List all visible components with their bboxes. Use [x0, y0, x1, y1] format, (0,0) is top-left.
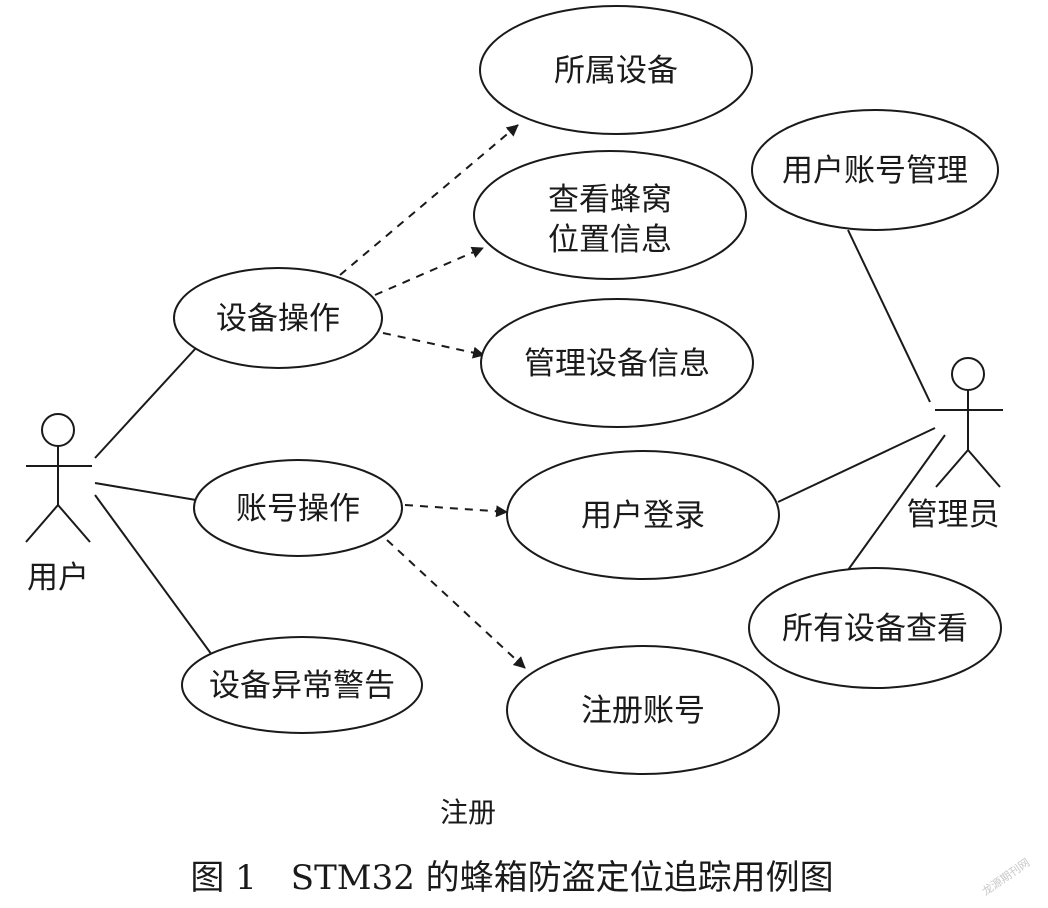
actor-user: [25, 413, 92, 543]
label-view-all-devices: 所有设备查看: [782, 611, 968, 647]
include-user-login: [404, 504, 508, 518]
assoc-user-device-operation: [94, 347, 197, 459]
actor-user-head: [41, 413, 75, 447]
usecase-view-all-devices: [748, 567, 1002, 689]
use-case-labels: 所属设备 查看蜂窝 位置信息 设备操作 管理设备信息 账号操作 用户登录 设备异…: [209, 53, 968, 729]
assoc-user-abnormal-warning: [94, 494, 213, 656]
includes: [339, 124, 526, 669]
figure-caption: 图 1 STM32 的蜂箱防盗定位追踪用例图: [190, 858, 833, 898]
label-device-abnormal-warning: 设备异常警告: [209, 668, 395, 704]
note-text: 注册: [440, 796, 496, 829]
include-register-account: [386, 539, 526, 669]
watermark: 龙源期刊网: [979, 855, 1032, 898]
label-user-login: 用户登录: [581, 498, 705, 534]
actor-admin-label: 管理员: [907, 497, 1000, 533]
usecase-user-login: [506, 450, 780, 580]
usecase-device-abnormal-warning: [181, 636, 423, 734]
usecase-manage-device-info: [480, 298, 754, 428]
label-register-account: 注册账号: [581, 693, 705, 729]
usecase-view-hive-location: [473, 150, 747, 280]
usecase-register-account: [506, 645, 780, 775]
assoc-user-account-operation: [94, 482, 197, 501]
assoc-admin-account-management: [847, 229, 931, 403]
actor-admin: [935, 357, 1003, 488]
assoc-admin-view-all-devices: [847, 434, 946, 571]
usecase-device-operation: [173, 267, 383, 369]
assoc-admin-user-login: [777, 427, 936, 503]
include-view-hive-location: [374, 246, 484, 296]
label-account-operation: 账号操作: [236, 491, 360, 527]
usecase-belonging-devices: [479, 5, 753, 135]
label-view-hive-location-line2: 位置信息: [548, 222, 672, 258]
label-belonging-devices: 所属设备: [554, 53, 678, 89]
include-manage-device-info: [382, 332, 485, 359]
actor-user-label: 用户: [27, 560, 89, 596]
use-cases: [173, 5, 1002, 775]
actor-admin-head: [951, 357, 985, 391]
label-user-account-management: 用户账号管理: [782, 153, 968, 189]
usecase-account-operation: [193, 459, 403, 557]
label-manage-device-info: 管理设备信息: [524, 346, 710, 382]
label-device-operation: 设备操作: [216, 301, 340, 337]
label-view-hive-location-line1: 查看蜂窝: [548, 182, 672, 218]
associations: [94, 229, 946, 656]
usecase-user-account-management: [751, 109, 999, 231]
